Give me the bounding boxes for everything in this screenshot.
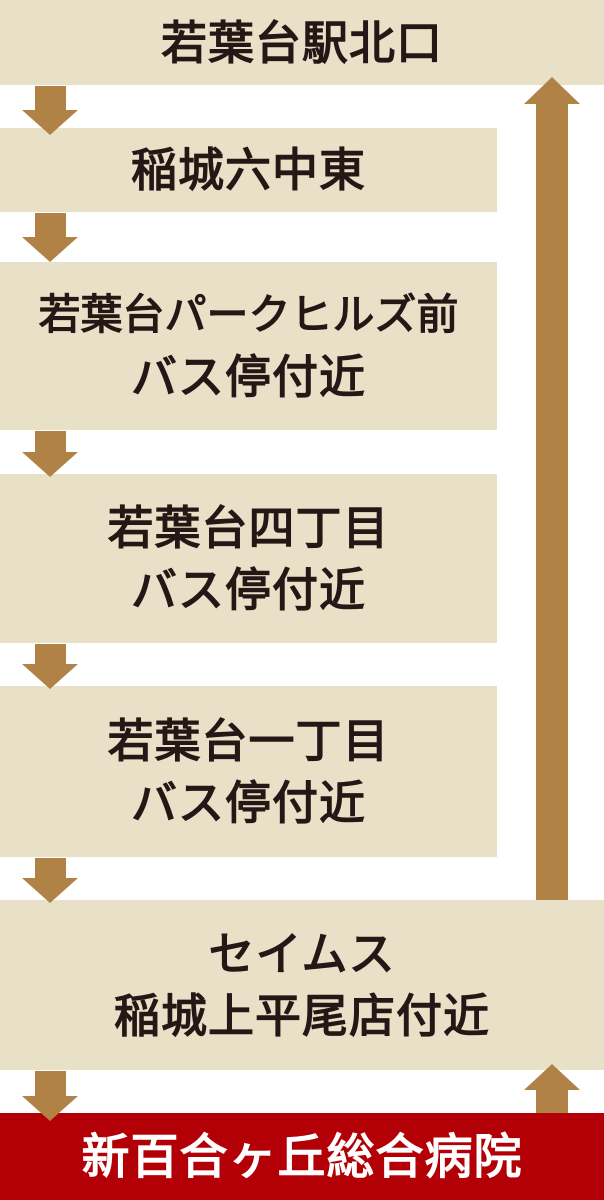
stop-label: 稲城六中東 (131, 143, 366, 197)
stop-1-chome: 若葉台一丁目 バス停付近 (0, 686, 497, 857)
stop-label: 若葉台パークヒルズ前 (38, 290, 459, 339)
arrow-down-icon (22, 644, 78, 689)
stop-sublabel: バス停付近 (131, 775, 366, 830)
arrow-down-icon (22, 431, 78, 477)
arrow-down-icon (22, 1071, 78, 1121)
arrow-up-icon (524, 1064, 580, 1113)
destination-hospital: 新百合ヶ丘総合病院 (0, 1113, 604, 1200)
arrow-down-icon (22, 86, 78, 135)
stop-seims: セイムス 稲城上平尾店付近 (0, 900, 604, 1070)
stop-inagi-rokuchu: 稲城六中東 (0, 128, 497, 212)
arrow-down-icon (22, 858, 78, 903)
stop-label: 若葉台一丁目 (107, 713, 390, 768)
stop-sublabel: 稲城上平尾店付近 (114, 989, 490, 1043)
arrow-down-icon (22, 213, 78, 262)
stop-park-hills: 若葉台パークヒルズ前 バス停付近 (0, 262, 497, 430)
stop-wakabadai-station: 若葉台駅北口 (0, 0, 604, 85)
arrow-up-icon (524, 77, 580, 900)
stop-4-chome: 若葉台四丁目 バス停付近 (0, 474, 497, 643)
stop-sublabel: バス停付近 (131, 562, 366, 617)
stop-sublabel: バス停付近 (131, 350, 366, 404)
stop-label: 若葉台駅北口 (161, 15, 443, 70)
stop-label: セイムス (208, 927, 396, 981)
stop-label: 若葉台四丁目 (107, 500, 390, 555)
destination-label: 新百合ヶ丘総合病院 (81, 1128, 523, 1185)
